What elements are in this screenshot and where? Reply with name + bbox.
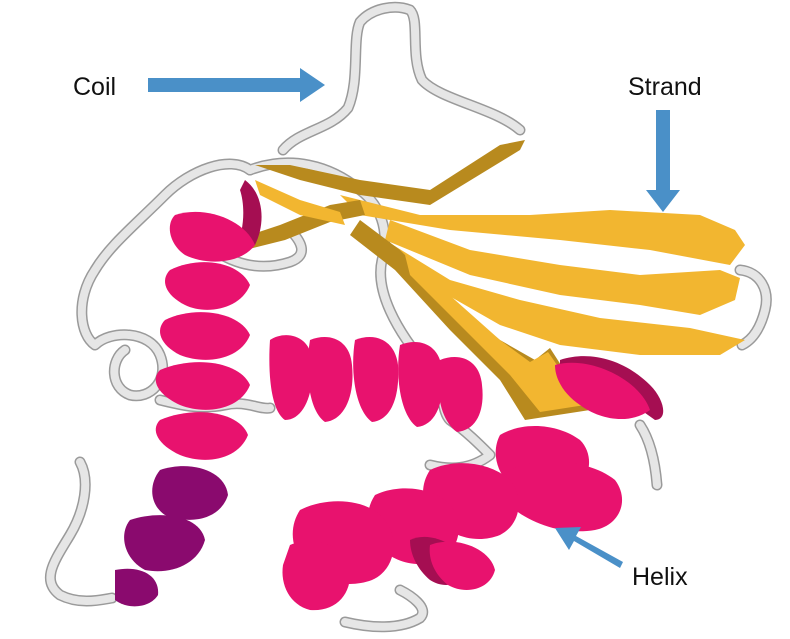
arrow-icon: [555, 527, 623, 568]
alpha-helices: [115, 180, 664, 611]
beta-strands: [235, 140, 745, 420]
arrow-icon: [148, 68, 325, 102]
coil-label: Coil: [73, 73, 116, 101]
arrow-icon: [646, 110, 680, 212]
helix-label: Helix: [632, 563, 688, 591]
strand-label: Strand: [628, 73, 702, 101]
